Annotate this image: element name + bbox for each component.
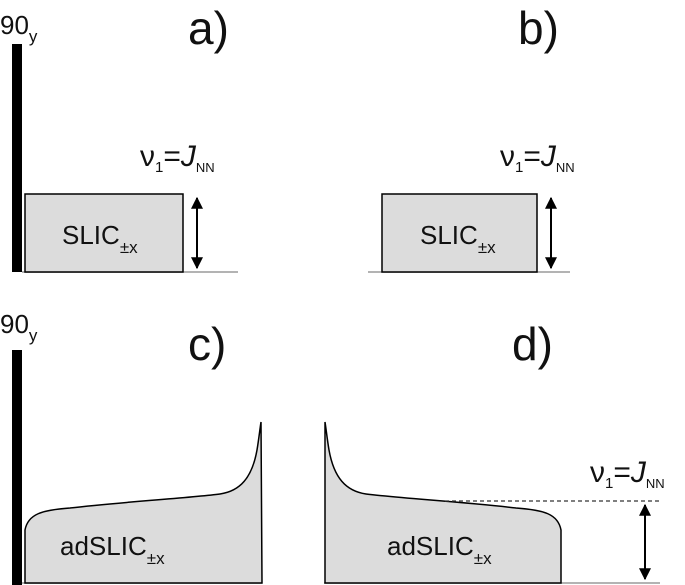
- panel-a-pulse-label: 90y: [0, 10, 38, 46]
- panel-b-slic-block: [381, 193, 538, 273]
- panel-d-shape-label: adSLIC±x: [387, 531, 492, 568]
- panel-b-block-label: SLIC±x: [420, 220, 496, 257]
- panel-a-letter: a): [188, 2, 229, 54]
- panel-b: b) SLIC±x ν1=JNN: [368, 2, 575, 273]
- panel-a-90-pulse: [12, 44, 22, 272]
- panel-c: c) 90y adSLIC±x: [0, 309, 263, 585]
- panel-c-adiabatic-shape: [24, 421, 263, 584]
- panel-c-shape-label: adSLIC±x: [60, 531, 165, 568]
- panel-a: a) 90y SLIC±x ν1=JNN: [0, 2, 238, 273]
- panel-c-pulse-label: 90y: [0, 309, 38, 345]
- panel-d-amplitude-label: ν1=JNN: [590, 456, 665, 492]
- panel-b-letter: b): [518, 2, 559, 54]
- panel-d: d) adSLIC±x ν1=JNN: [324, 318, 665, 584]
- panel-a-block-label: SLIC±x: [62, 220, 138, 257]
- panel-b-amplitude-label: ν1=JNN: [500, 140, 575, 176]
- panel-d-adiabatic-shape: [324, 421, 562, 584]
- panel-c-90-pulse: [12, 350, 22, 585]
- panel-d-letter: d): [512, 318, 553, 370]
- panel-a-amplitude-label: ν1=JNN: [140, 140, 215, 176]
- panel-a-slic-block: [24, 193, 184, 273]
- panel-c-letter: c): [188, 318, 226, 370]
